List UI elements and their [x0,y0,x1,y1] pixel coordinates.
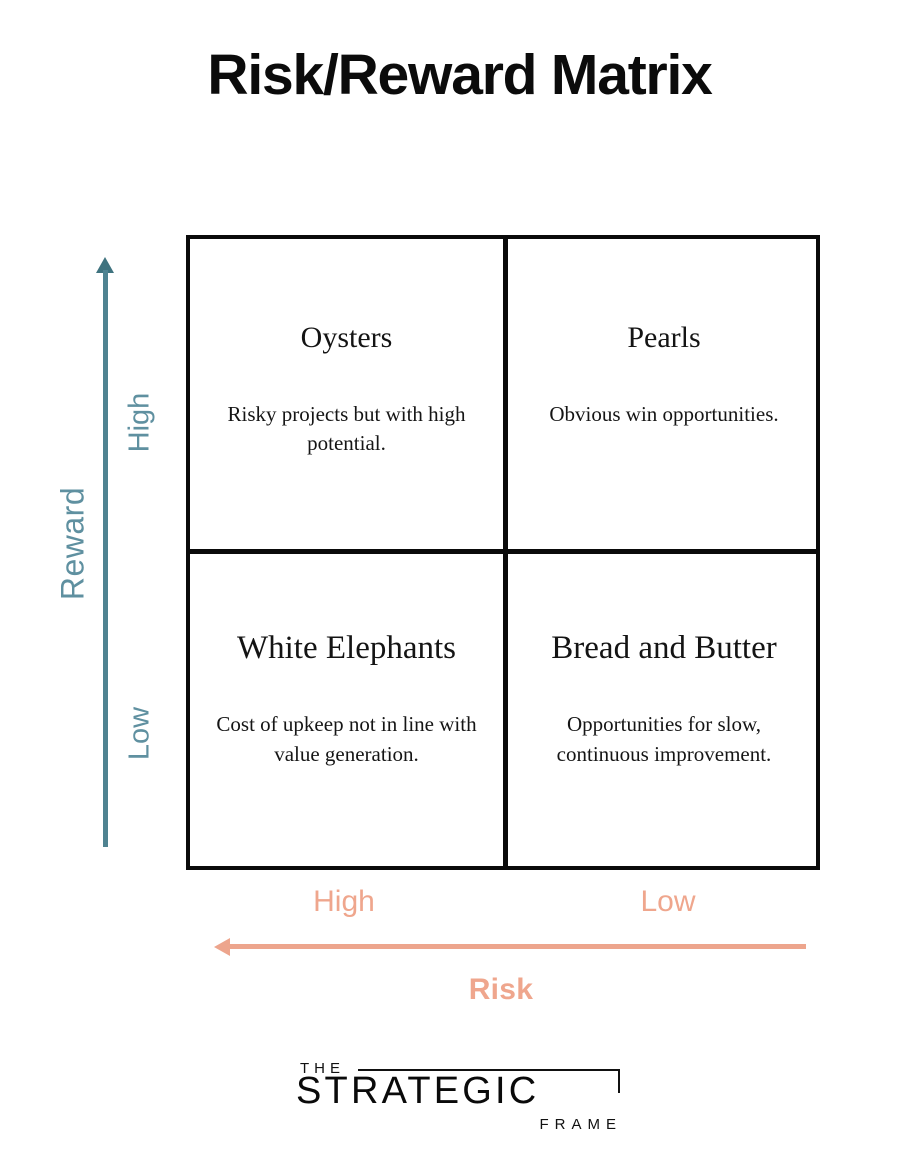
quadrant-title: Bread and Butter [551,630,777,666]
logo-frame-text: FRAME [539,1116,622,1133]
matrix-horizontal-divider [190,549,816,554]
quadrant-description: Cost of upkeep not in line with value ge… [216,711,477,766]
reward-axis-line [103,270,108,847]
quadrant-title: Oysters [300,321,393,354]
reward-axis [96,257,114,847]
arrow-left-icon [214,938,230,956]
risk-reward-matrix: Oysters Risky projects but with high pot… [186,235,820,870]
reward-tick-low: Low [123,706,156,761]
logo-rule [358,1069,620,1071]
logo-tick [618,1069,620,1093]
quadrant-description: Opportunities for slow, continuous impro… [556,711,772,766]
quadrant-title: White Elephants [236,630,456,666]
quadrant-description: Risky projects but with high potential. [227,401,466,456]
arrow-up-icon [96,257,114,273]
quadrant-pearls: Pearls Obvious win opportunities. [508,239,820,549]
risk-axis-label: Risk [468,973,534,1006]
reward-axis-label: Reward [54,486,91,601]
risk-axis [214,938,806,956]
logo-the-strategic-frame: THE STRATEGIC FRAME [296,1058,624,1134]
reward-tick-high: High [123,392,156,453]
quadrant-bread-and-butter: Bread and Butter Opportunities for slow,… [508,554,820,866]
quadrant-title: Pearls [627,321,701,354]
risk-axis-line [228,944,806,949]
quadrant-white-elephants: White Elephants Cost of upkeep not in li… [190,554,503,866]
quadrant-description: Obvious win opportunities. [549,401,779,426]
page-title: Risk/Reward Matrix [207,43,712,107]
logo-strategic-text: STRATEGIC [296,1070,540,1112]
risk-tick-low: Low [640,885,696,918]
risk-tick-high: High [313,885,375,918]
logo-the-text: THE [300,1060,345,1077]
quadrant-oysters: Oysters Risky projects but with high pot… [190,239,503,549]
